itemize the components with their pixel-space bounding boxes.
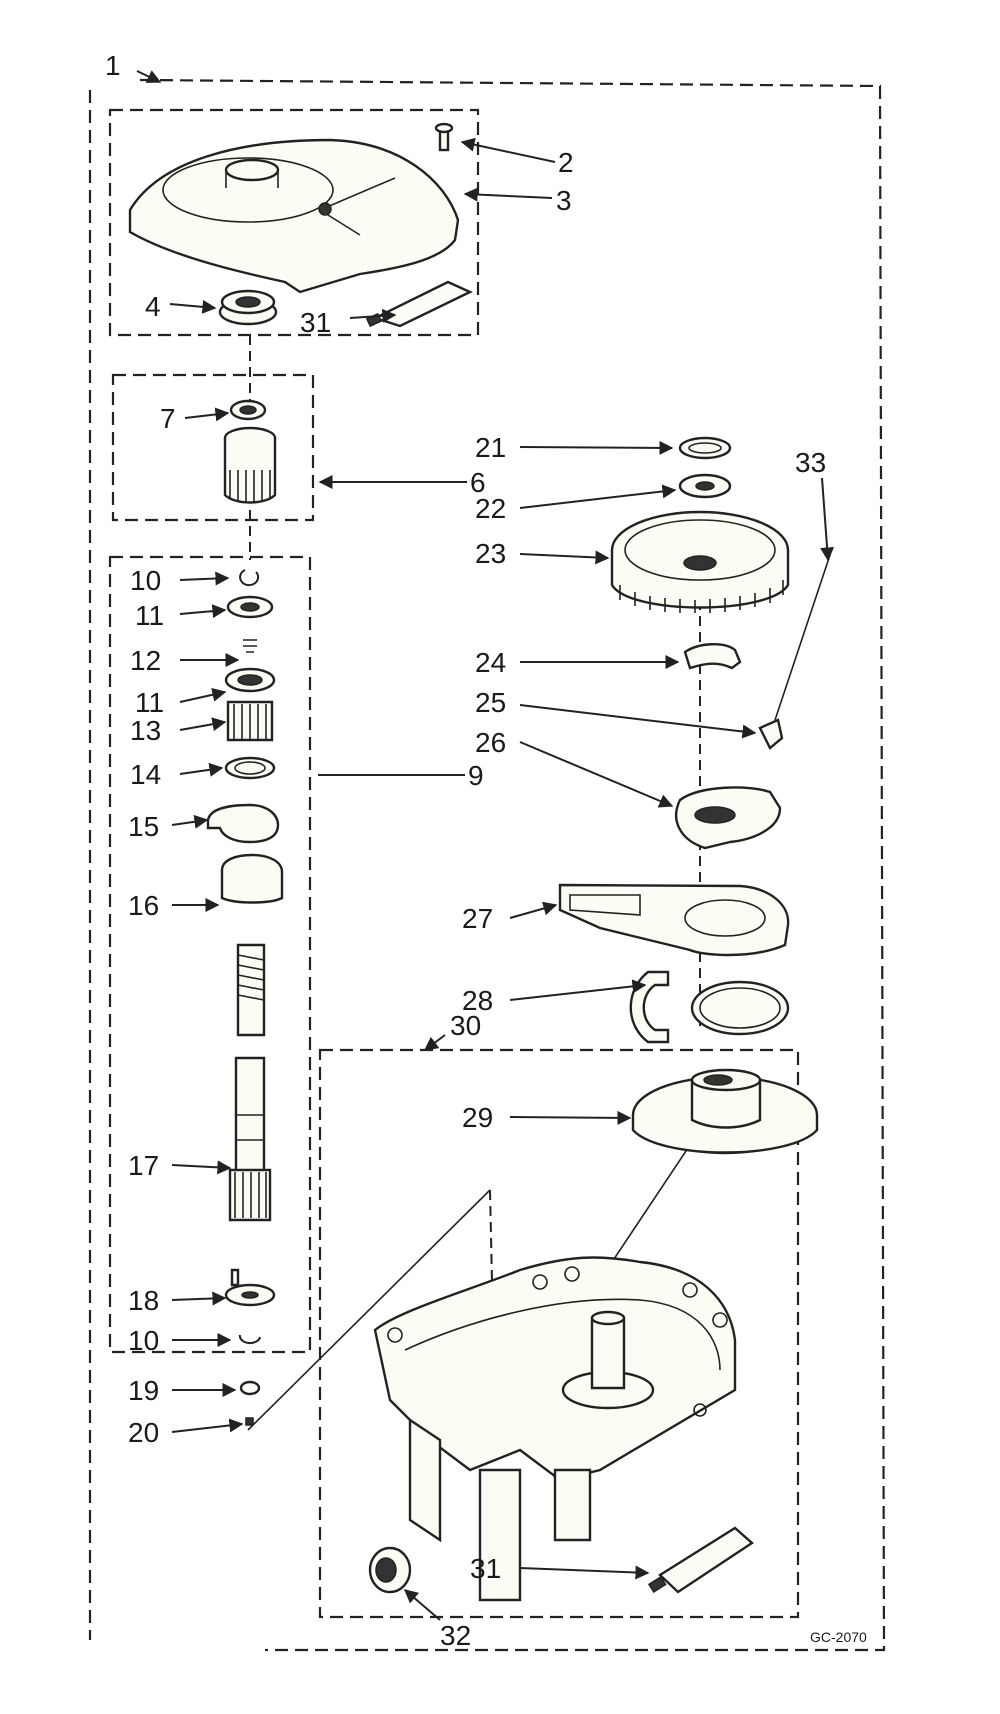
callout-22: 22 [475,493,506,524]
gear-case-housing [373,1256,737,1602]
shaft-group-parts [206,569,284,1426]
leader-lines [136,70,835,1621]
callout-12: 12 [130,645,161,676]
drawing-code: GC-2070 [810,1629,867,1645]
callout-7: 7 [160,403,176,434]
cover-seal-bearing [218,289,278,326]
callout-2: 2 [558,147,574,178]
callout-13: 13 [130,715,161,746]
callout-29: 29 [462,1102,493,1133]
cover-screw [434,122,454,152]
grease-tube-upper [365,280,473,328]
callout-20: 20 [128,1417,159,1448]
callout-6: 6 [470,467,486,498]
callout-30: 30 [450,1010,481,1041]
callout-4: 4 [145,291,161,322]
callout-24: 24 [475,647,506,678]
right-side-parts [558,436,819,1155]
grease-tube-lower [647,1526,754,1594]
callout-26: 26 [475,727,506,758]
pinion-washer [229,399,267,421]
callout-32: 32 [440,1620,471,1651]
callout-14: 14 [130,759,161,790]
callout-1: 1 [105,50,121,81]
callout-23: 23 [475,538,506,569]
pinion-group-boundary [111,373,315,522]
callout-17: 17 [128,1150,159,1181]
gearcase-cover [128,138,460,294]
callout-3: 3 [556,185,572,216]
shaft-group-boundary [108,555,312,1354]
callout-33: 33 [795,447,826,478]
callout-21: 21 [475,432,506,463]
callout-9: 9 [468,760,484,791]
callout-27: 27 [462,903,493,934]
gear-case-bearing [368,1546,412,1594]
case-group-boundary [318,1048,800,1619]
callout-10-top: 10 [130,565,161,596]
callout-10-bottom: 10 [128,1325,159,1356]
callout-11-top: 11 [135,600,164,631]
callout-28: 28 [462,985,493,1016]
callout-16: 16 [128,890,159,921]
pinion-gear [223,426,277,504]
callout-11-bottom: 11 [135,687,164,718]
cover-group-boundary [108,108,480,337]
callout-18: 18 [128,1285,159,1316]
callout-19: 19 [128,1375,159,1406]
overall-assembly-boundary [88,78,886,1652]
callout-labels: 1 2 3 4 31 7 6 10 11 12 11 13 14 9 15 16… [105,50,867,1651]
callout-15: 15 [128,811,159,842]
callout-31-lower: 31 [470,1553,501,1584]
callout-31-upper: 31 [300,307,331,338]
callout-25: 25 [475,687,506,718]
